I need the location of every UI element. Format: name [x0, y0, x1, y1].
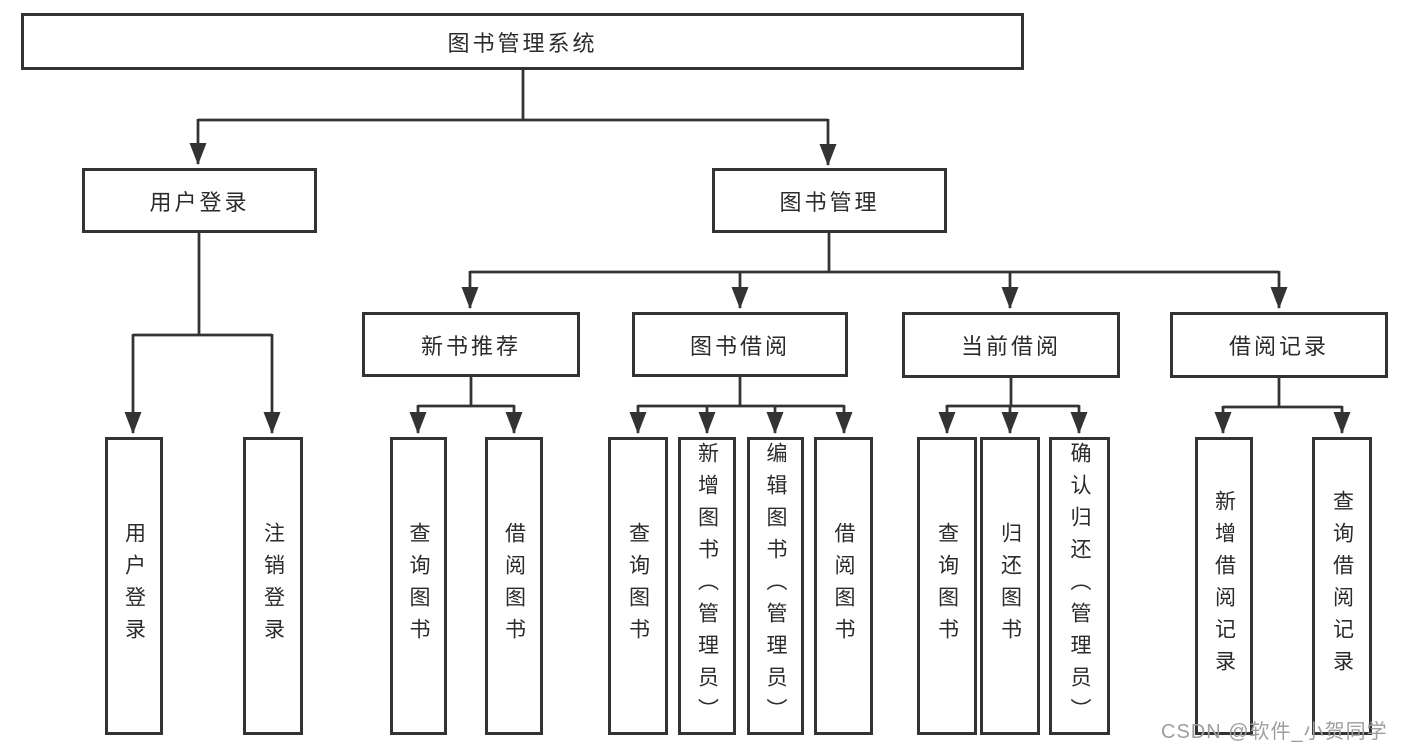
- leaf-user-login-label: 用户登录: [122, 522, 146, 650]
- leaf-logout: 注销登录: [243, 437, 303, 735]
- leaf-query-books-3-label: 查询图书: [935, 522, 959, 650]
- node-user-login-label: 用户登录: [149, 189, 250, 215]
- node-root-system: 图书管理系统: [21, 13, 1024, 70]
- node-current-borrowing: 当前借阅: [902, 312, 1120, 378]
- node-borrowing-records-label: 借阅记录: [1228, 334, 1329, 359]
- node-book-management: 图书管理: [712, 168, 947, 233]
- node-current-borrowing-label: 当前借阅: [960, 334, 1061, 359]
- csdn-watermark: CSDN @软件_小贺同学: [1161, 721, 1388, 743]
- leaf-logout-label: 注销登录: [261, 522, 285, 650]
- leaf-user-login: 用户登录: [105, 437, 163, 735]
- leaf-borrow-books-1-label: 借阅图书: [502, 522, 526, 650]
- node-root-label: 图书管理系统: [447, 30, 598, 56]
- leaf-add-books-admin: 新增图书（管理员）: [678, 437, 736, 735]
- node-book-borrowing: 图书借阅: [632, 312, 848, 377]
- leaf-add-books-admin-label: 新增图书（管理员）: [695, 442, 719, 730]
- leaf-query-books-3: 查询图书: [917, 437, 977, 735]
- node-user-login: 用户登录: [82, 168, 317, 233]
- leaf-borrow-books-1: 借阅图书: [485, 437, 543, 735]
- leaf-query-books-1: 查询图书: [390, 437, 447, 735]
- leaf-add-borrow-record: 新增借阅记录: [1195, 437, 1253, 735]
- leaf-borrow-books-2-label: 借阅图书: [832, 522, 855, 650]
- leaf-confirm-return-admin-label: 确认归还（管理员）: [1068, 442, 1091, 730]
- leaf-borrow-books-2: 借阅图书: [814, 437, 873, 735]
- leaf-query-books-1-label: 查询图书: [407, 522, 430, 650]
- leaf-confirm-return-admin: 确认归还（管理员）: [1049, 437, 1110, 735]
- node-new-book-recommendation-label: 新书推荐: [420, 333, 521, 359]
- node-book-management-label: 图书管理: [779, 189, 880, 215]
- leaf-query-books-2: 查询图书: [608, 437, 668, 735]
- node-borrowing-records: 借阅记录: [1170, 312, 1388, 378]
- leaf-query-books-2-label: 查询图书: [626, 522, 650, 650]
- leaf-return-books: 归还图书: [980, 437, 1040, 735]
- leaf-query-borrow-record-label: 查询借阅记录: [1330, 490, 1354, 682]
- leaf-edit-books-admin-label: 编辑图书（管理员）: [764, 442, 787, 730]
- node-book-borrowing-label: 图书借阅: [689, 333, 790, 359]
- leaf-edit-books-admin: 编辑图书（管理员）: [747, 437, 804, 735]
- leaf-return-books-label: 归还图书: [998, 522, 1022, 650]
- node-new-book-recommendation: 新书推荐: [362, 312, 580, 377]
- leaf-query-borrow-record: 查询借阅记录: [1312, 437, 1372, 735]
- leaf-add-borrow-record-label: 新增借阅记录: [1212, 490, 1236, 682]
